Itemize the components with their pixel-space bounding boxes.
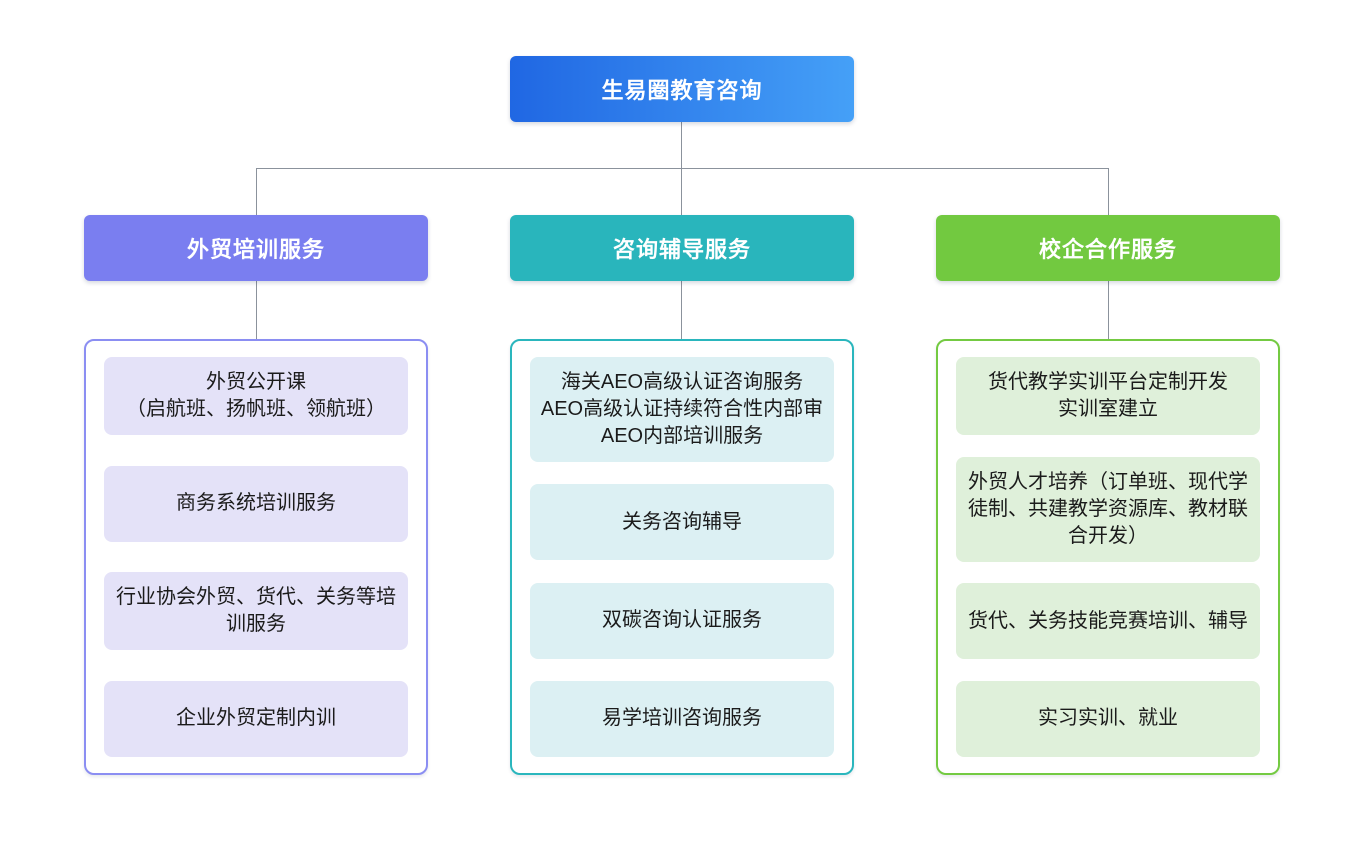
connector-drop-branch-1 — [256, 168, 257, 215]
leaf-item: 货代、关务技能竞赛培训、辅导 — [956, 583, 1260, 660]
connector-drop-branch-3 — [1108, 168, 1109, 215]
branch-group-school-enterprise: 货代教学实训平台定制开发 实训室建立 外贸人才培养（订单班、现代学徒制、共建教学… — [936, 339, 1280, 775]
leaf-item: 关务咨询辅导 — [530, 484, 834, 561]
leaf-item: 行业协会外贸、货代、关务等培训服务 — [104, 572, 408, 651]
leaf-item: 企业外贸定制内训 — [104, 680, 408, 757]
leaf-item: 外贸人才培养（订单班、现代学徒制、共建教学资源库、教材联合开发） — [956, 456, 1260, 562]
branch-header-trade-training: 外贸培训服务 — [84, 215, 428, 281]
connector-root-stem — [681, 122, 682, 168]
branch-group-consulting-coaching: 海关AEO高级认证咨询服务 AEO高级认证持续符合性内部审 AEO内部培训服务 … — [510, 339, 854, 775]
leaf-item: 海关AEO高级认证咨询服务 AEO高级认证持续符合性内部审 AEO内部培训服务 — [530, 357, 834, 462]
branch-group-trade-training: 外贸公开课 （启航班、扬帆班、领航班） 商务系统培训服务 行业协会外贸、货代、关… — [84, 339, 428, 775]
leaf-item: 外贸公开课 （启航班、扬帆班、领航班） — [104, 357, 408, 435]
leaf-item: 实习实训、就业 — [956, 680, 1260, 757]
connector-drop-branch-2 — [681, 168, 682, 215]
leaf-item: 商务系统培训服务 — [104, 465, 408, 542]
leaf-item: 货代教学实训平台定制开发 实训室建立 — [956, 357, 1260, 435]
connector-horizontal-rail — [256, 168, 1109, 169]
root-node: 生易圈教育咨询 — [510, 56, 854, 122]
connector-header-group-1 — [256, 281, 257, 339]
branch-header-consulting-coaching: 咨询辅导服务 — [510, 215, 854, 281]
connector-header-group-3 — [1108, 281, 1109, 339]
connector-header-group-2 — [681, 281, 682, 339]
leaf-item: 双碳咨询认证服务 — [530, 582, 834, 659]
branch-header-school-enterprise: 校企合作服务 — [936, 215, 1280, 281]
leaf-item: 易学培训咨询服务 — [530, 680, 834, 757]
